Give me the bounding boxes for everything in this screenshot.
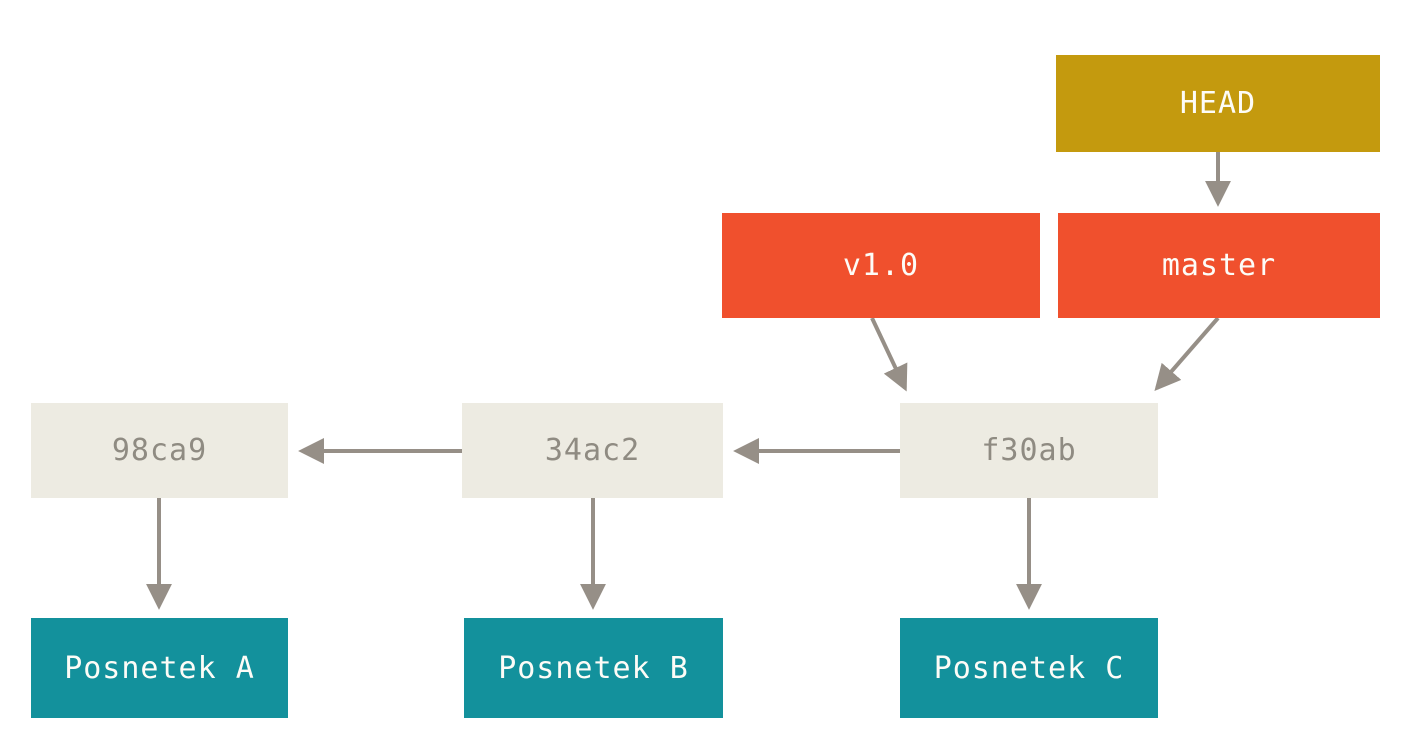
snapshot-a-label: Posnetek A — [64, 650, 255, 686]
commit-98ca9-label: 98ca9 — [111, 433, 208, 468]
snapshot-b-box: Posnetek B — [464, 618, 723, 718]
branch-master-label: master — [1161, 248, 1277, 283]
branch-master-box: master — [1058, 213, 1380, 318]
commit-34ac2-label: 34ac2 — [544, 433, 641, 468]
head-pointer-label: HEAD — [1179, 86, 1257, 121]
snapshot-b-label: Posnetek B — [498, 650, 689, 686]
edge-v1.0-to-f30ab-arrow — [870, 317, 908, 392]
head-pointer-box: HEAD — [1056, 55, 1380, 152]
commit-f30ab-label: f30ab — [981, 433, 1077, 468]
snapshot-c-label: Posnetek C — [933, 650, 1125, 686]
commit-98ca9-box: 98ca9 — [31, 403, 288, 498]
snapshot-a-box: Posnetek A — [31, 618, 288, 718]
edge-master-to-f30ab-arrow — [1154, 316, 1220, 391]
snapshot-c-box: Posnetek C — [900, 618, 1158, 718]
tag-v1.0-box: v1.0 — [722, 213, 1040, 318]
commit-34ac2-box: 34ac2 — [462, 403, 723, 498]
tag-v1.0-label: v1.0 — [842, 248, 920, 283]
commit-f30ab-box: f30ab — [900, 403, 1158, 498]
